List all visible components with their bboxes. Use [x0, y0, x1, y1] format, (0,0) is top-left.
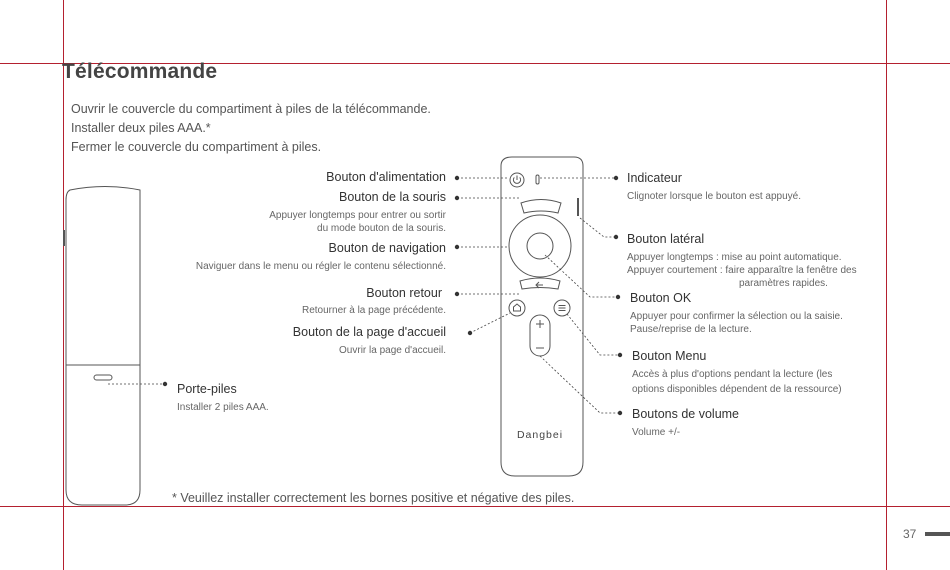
remote-brand: Dangbei: [517, 429, 563, 441]
volume-plus-icon: [536, 320, 544, 328]
step-item: Installer deux piles AAA.*: [71, 121, 211, 135]
label-home-button: Bouton de la page d'accueil: [292, 325, 446, 339]
ok-button: [526, 232, 554, 260]
label-volume-buttons: Boutons de volume: [632, 407, 740, 421]
guide-line-top: [0, 63, 950, 64]
guide-line-bottom: [0, 506, 950, 507]
steps-list: Ouvrir le couvercle du compartiment à pi…: [62, 100, 431, 157]
menu-icon: [558, 305, 566, 311]
label-side-button: Bouton latéral: [627, 232, 705, 246]
label-back-button: Bouton retour: [366, 286, 442, 300]
page-title: Télécommande: [62, 60, 218, 83]
desc-ok-button: Appuyer pour confirmer la sélection ou l…: [630, 311, 843, 335]
guide-line-right: [886, 0, 887, 570]
page-number: 37: [903, 527, 917, 541]
guide-line-left: [63, 0, 64, 570]
back-button: [519, 277, 561, 290]
step-item: Ouvrir le couvercle du compartiment à pi…: [71, 102, 431, 116]
callout-dot: [617, 352, 623, 358]
page-number-bar: [925, 532, 950, 536]
indicator-light: [535, 174, 540, 185]
callout-dot: [615, 294, 621, 300]
desc-home-button: Ouvrir la page d'accueil.: [339, 345, 446, 356]
power-button: [509, 172, 525, 188]
home-button: [508, 299, 526, 317]
callout-dot: [617, 410, 623, 416]
leader-menu: [566, 313, 620, 356]
remote-front-outline: [500, 156, 584, 477]
label-power-button: Bouton d'alimentation: [326, 170, 446, 184]
callout-dot: [613, 234, 619, 240]
remote-back-outline: [65, 186, 141, 506]
callout-dot: [454, 291, 460, 297]
label-mouse-button: Bouton de la souris: [338, 190, 446, 204]
desc-mouse-button: Appuyer longtemps pour entrer ou sortir …: [269, 210, 446, 234]
home-icon: [513, 303, 521, 312]
callout-dot: [162, 381, 168, 387]
desc-nav-button: Naviguer dans le menu ou régler le conte…: [195, 261, 446, 272]
callout-dot: [454, 175, 460, 181]
nav-ring: [508, 214, 572, 278]
label-battery-holder: Porte-piles: [177, 382, 237, 396]
desc-menu-button: Accès à plus d'options pendant la lectur…: [632, 369, 842, 395]
label-indicator: Indicateur: [627, 171, 682, 185]
mouse-button: [520, 199, 562, 214]
callout-dot: [454, 244, 460, 250]
menu-button: [553, 299, 571, 317]
desc-volume-buttons: Volume +/-: [632, 427, 681, 438]
callout-dot: [454, 195, 460, 201]
leader-volume: [539, 355, 620, 414]
footnote: * Veuillez installer correctement les bo…: [172, 491, 575, 505]
leader-side: [579, 217, 616, 238]
callout-dot: [467, 330, 473, 336]
desc-indicator: Clignoter lorsque le bouton est appuyé.: [627, 191, 802, 202]
leader-home: [469, 312, 511, 334]
label-ok-button: Bouton OK: [630, 291, 692, 305]
back-icon: [535, 281, 543, 289]
desc-side-button: Appuyer longtemps : mise au point automa…: [627, 252, 857, 289]
label-menu-button: Bouton Menu: [632, 349, 707, 363]
battery-cover-latch: [93, 374, 113, 381]
callout-dot: [613, 175, 619, 181]
desc-battery-holder: Installer 2 piles AAA.: [177, 402, 269, 413]
power-icon: [512, 175, 522, 184]
label-nav-button: Bouton de navigation: [328, 241, 446, 255]
step-item: Fermer le couvercle du compartiment à pi…: [71, 140, 322, 154]
leader-ok: [544, 254, 618, 298]
desc-back-button: Retourner à la page précédente.: [302, 305, 446, 316]
